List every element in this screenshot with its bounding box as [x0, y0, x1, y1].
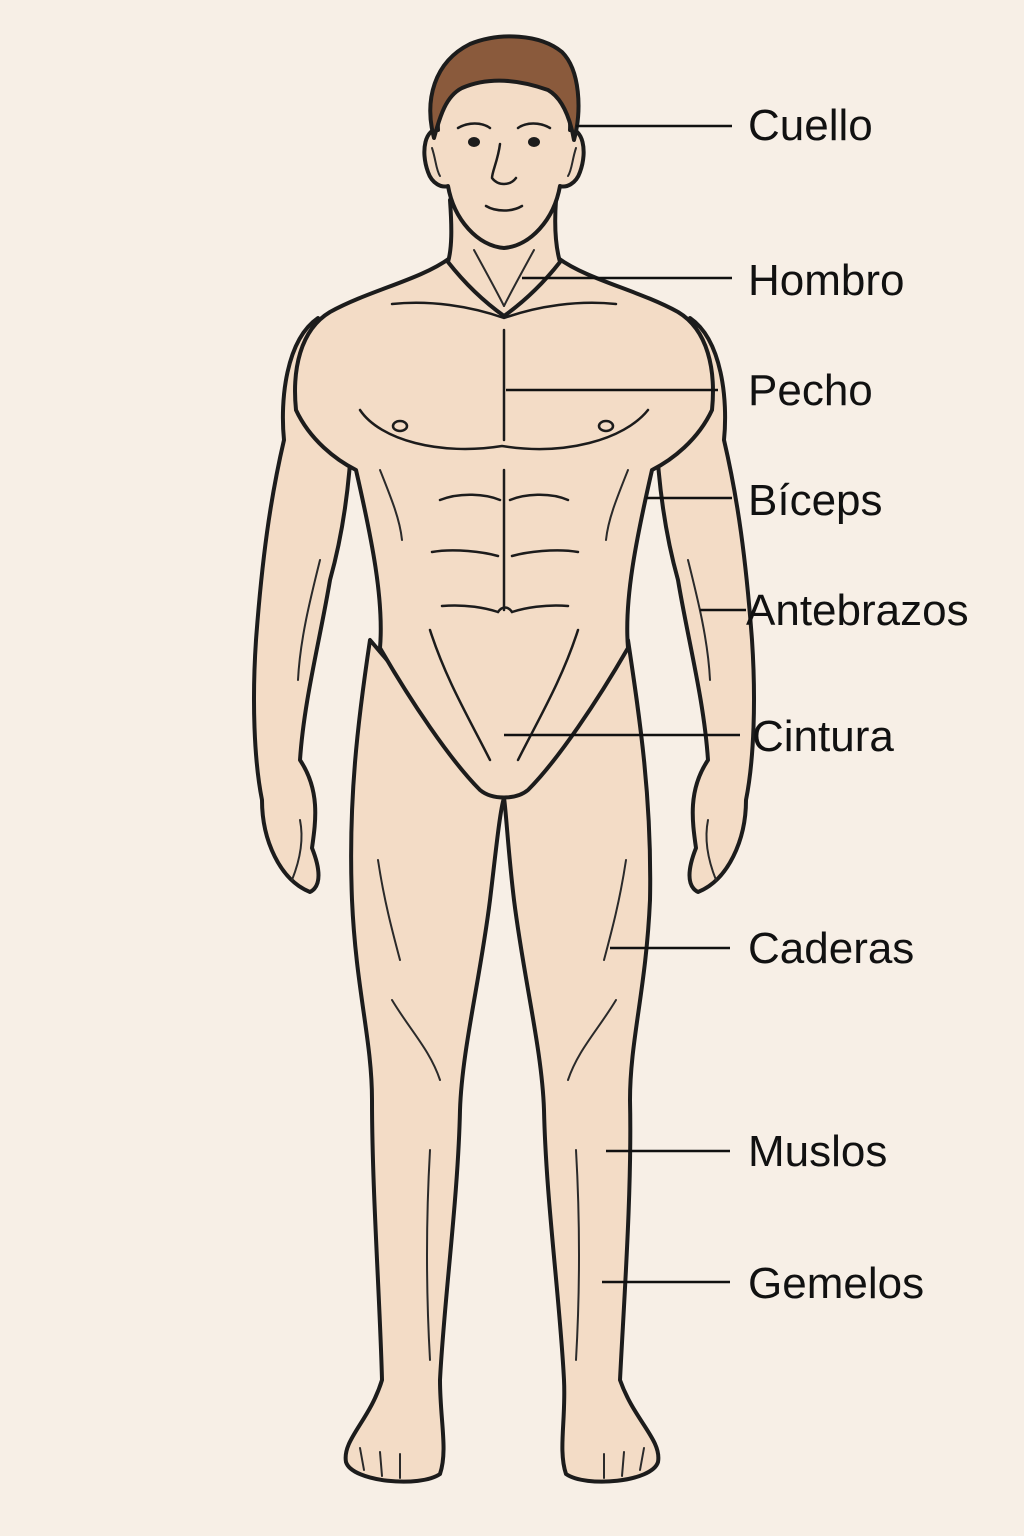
- label-cintura: Cintura: [752, 712, 894, 761]
- label-cuello: Cuello: [748, 101, 873, 150]
- label-antebrazos: Antebrazos: [746, 586, 969, 635]
- label-biceps: Bíceps: [748, 476, 883, 525]
- label-muslos: Muslos: [748, 1127, 888, 1176]
- torso: [293, 256, 715, 800]
- right-leg: [502, 638, 661, 1484]
- label-caderas: Caderas: [748, 924, 915, 973]
- label-hombro: Hombro: [748, 256, 905, 305]
- left-arm: [252, 316, 354, 894]
- leader-lines: [504, 124, 746, 1284]
- left-leg: [343, 638, 506, 1484]
- head: [422, 34, 586, 250]
- label-pecho: Pecho: [748, 366, 873, 415]
- label-gemelos: Gemelos: [748, 1259, 925, 1308]
- right-arm: [654, 316, 756, 894]
